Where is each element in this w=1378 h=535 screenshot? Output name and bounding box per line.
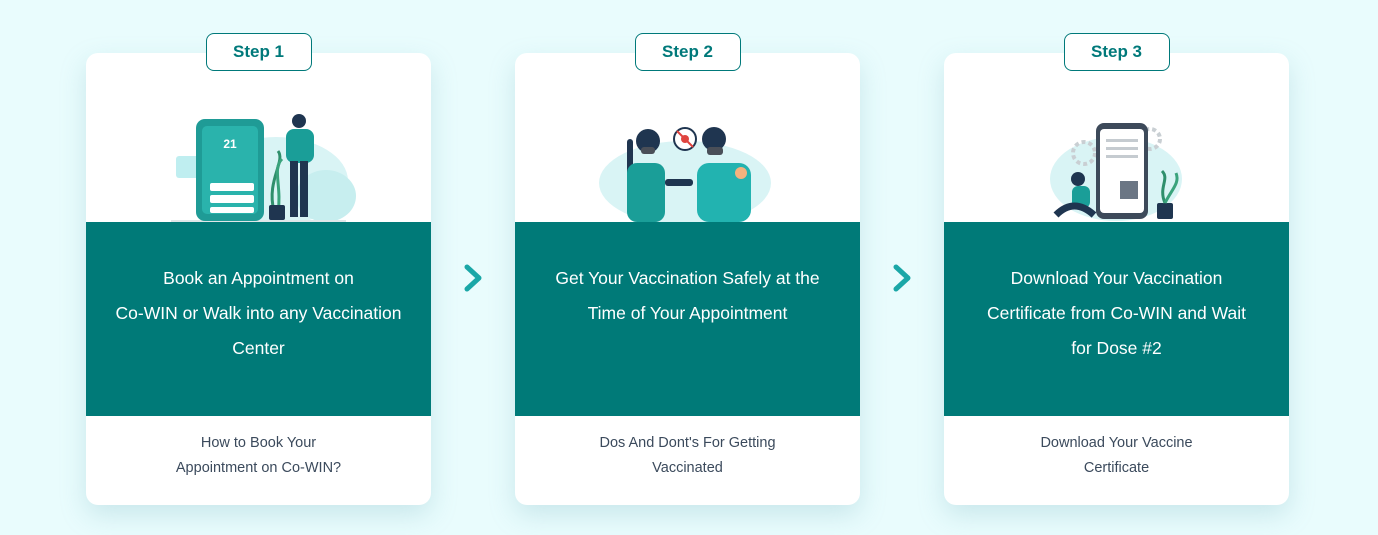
booking-calendar-illustration: 21 (171, 114, 356, 222)
step-title-line: Time of Your Appointment (587, 303, 788, 323)
step-badge: Step 2 (634, 33, 741, 71)
link-line: Vaccinated (652, 460, 723, 476)
step-title-panel: Download Your Vaccination Certificate fr… (944, 222, 1289, 416)
link-line: Dos And Dont's For Getting (599, 435, 776, 451)
link-line: How to Book Your (200, 435, 317, 451)
certificate-download-illustration (1050, 123, 1182, 221)
link-line: Download Your Vaccine (1040, 435, 1193, 451)
link-line: Certificate (1083, 460, 1150, 476)
step-badge: Step 1 (205, 33, 312, 71)
link-line: Appointment on Co-WIN? (175, 460, 342, 476)
download-certificate-link[interactable]: Download Your Vaccine Certificate (944, 431, 1289, 481)
step-title-line: Book an Appointment on (163, 268, 354, 288)
step-card-1: Step 1 21 Book an Appointment on Co-WIN … (86, 33, 431, 505)
step-title-line: Certificate from Co-WIN and Wait (987, 303, 1246, 323)
vaccination-illustration (599, 127, 771, 222)
step-title-line: Center (232, 338, 285, 358)
chevron-right-icon (464, 264, 482, 292)
step-card-3: Step 3 Download Your Vaccination Certifi… (944, 33, 1289, 505)
step-badge: Step 3 (1063, 33, 1170, 71)
step-card-2: Step 2 Get Your Vaccination Safely at th… (515, 33, 860, 505)
chevron-right-icon (893, 264, 911, 292)
step-title-panel: Book an Appointment on Co-WIN or Walk in… (86, 222, 431, 416)
step-title-line: Download Your Vaccination (1010, 268, 1223, 288)
step-title-line: Co-WIN or Walk into any Vaccination (115, 303, 402, 323)
dos-and-donts-link[interactable]: Dos And Dont's For Getting Vaccinated (515, 431, 860, 481)
how-to-book-link[interactable]: How to Book Your Appointment on Co-WIN? (86, 431, 431, 481)
step-title-panel: Get Your Vaccination Safely at the Time … (515, 222, 860, 416)
svg-text:21: 21 (223, 137, 237, 151)
step-title-line: for Dose #2 (1071, 338, 1162, 358)
step-title-line: Get Your Vaccination Safely at the (555, 268, 820, 288)
